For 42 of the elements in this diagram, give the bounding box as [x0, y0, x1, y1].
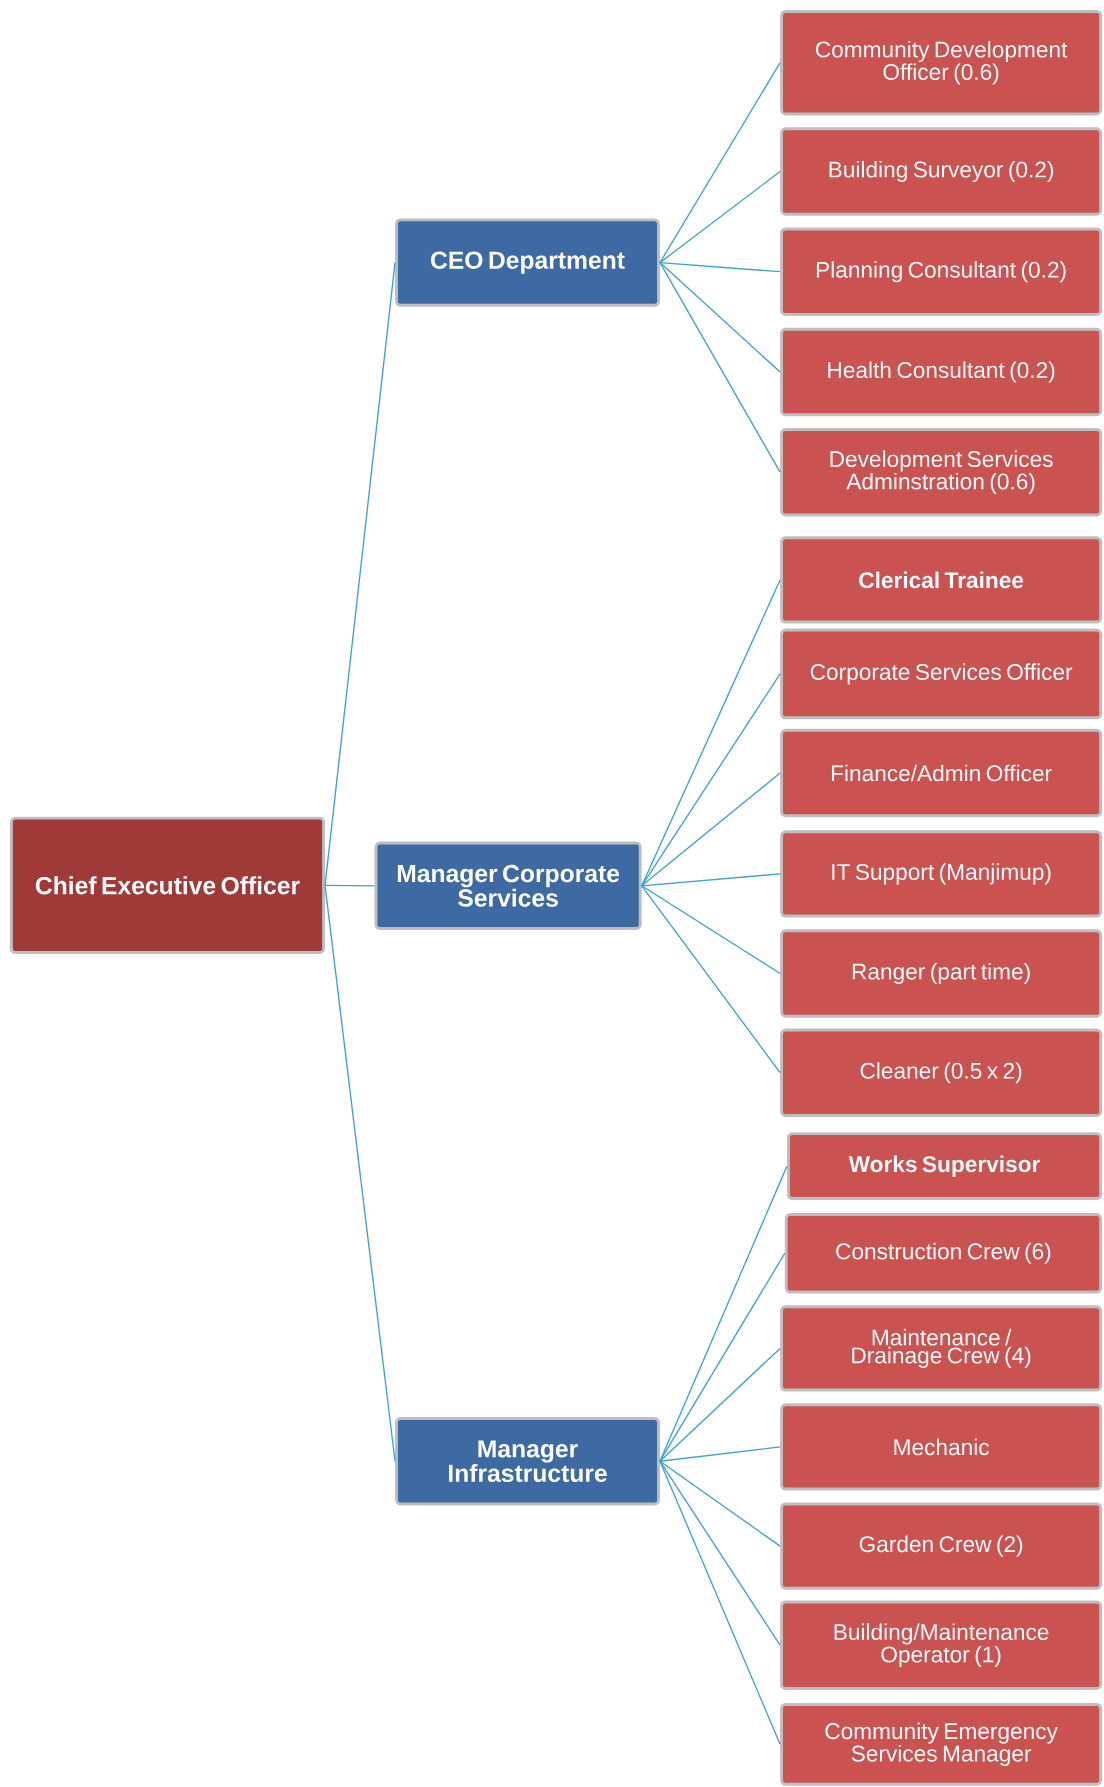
staff-box: Community Emergency Services Manager — [780, 1703, 1103, 1786]
staff-box: Construction Crew (6) — [784, 1213, 1103, 1294]
manager-box: Manager Infrastructure — [395, 1417, 660, 1506]
staff-box: Finance/Admin Officer — [780, 728, 1103, 818]
manager-box: Manager Corporate Services — [374, 841, 642, 930]
staff-box: Works Supervisor — [786, 1132, 1103, 1201]
connector-line — [324, 884, 376, 887]
connector-line — [641, 673, 781, 887]
connector-line — [659, 261, 781, 473]
connector-line — [641, 772, 781, 887]
staff-box: Community Development Officer (0.6) — [780, 9, 1103, 116]
staff-box: IT Support (Manjimup) — [780, 830, 1103, 918]
connector-line — [659, 1460, 781, 1745]
manager-box: CEO Department — [395, 218, 660, 307]
staff-box: Clerical Trainee — [780, 536, 1103, 624]
connector-line — [659, 261, 781, 273]
staff-box: Building/Maintenance Operator (1) — [780, 1600, 1103, 1690]
staff-box: Corporate Services Officer — [780, 628, 1103, 720]
staff-box: Ranger (part time) — [780, 929, 1103, 1018]
staff-box: Building Surveyor (0.2) — [780, 127, 1103, 216]
connector-line — [659, 1446, 781, 1462]
connector-line — [659, 170, 781, 264]
connector-line — [659, 1460, 781, 1646]
connector-line — [641, 873, 781, 887]
staff-box: Development Services Adminstration (0.6) — [780, 428, 1103, 517]
executive-box: Chief Executive Officer — [9, 816, 326, 954]
connector-line — [659, 1252, 786, 1462]
staff-box: Mechanic — [780, 1403, 1103, 1491]
staff-box: Maintenance / Drainage Crew (4) — [780, 1305, 1103, 1392]
connector-line — [659, 1460, 781, 1547]
connector-line — [641, 885, 781, 1074]
staff-box: Health Consultant (0.2) — [780, 327, 1103, 417]
connector-line — [659, 62, 781, 264]
connector-line — [659, 1165, 788, 1462]
staff-box: Cleaner (0.5 x 2) — [780, 1028, 1103, 1117]
connector-line — [324, 884, 396, 1462]
connector-line — [659, 261, 781, 373]
staff-box: Planning Consultant (0.2) — [780, 227, 1103, 316]
staff-box: Garden Crew (2) — [780, 1502, 1103, 1590]
connector-line — [324, 261, 396, 886]
connector-line — [641, 885, 781, 975]
connector-line — [659, 1347, 781, 1462]
